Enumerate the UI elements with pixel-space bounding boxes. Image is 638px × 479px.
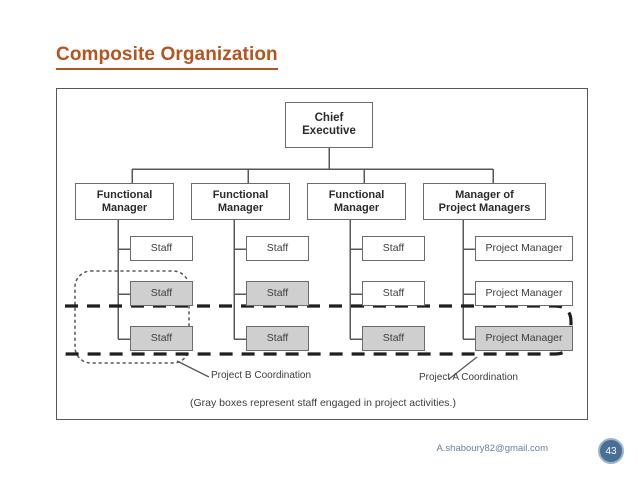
node-chief-executive[interactable]: Chief Executive [285, 102, 373, 148]
node-staff-col3-row1[interactable]: Staff [362, 236, 425, 261]
project-a-boundary [65, 304, 573, 356]
node-functional-manager-2[interactable]: Functional Manager [191, 183, 290, 220]
node-functional-manager-1[interactable]: Functional Manager [75, 183, 174, 220]
node-staff-col2-row2[interactable]: Staff [246, 281, 309, 306]
footer-email: A.shaboury82@gmail.com [436, 443, 548, 454]
org-chart-connectors [65, 148, 573, 380]
page-number-badge: 43 [598, 438, 624, 464]
project-b-leader [176, 360, 210, 378]
org-chart-figure: Chief Executive Functional Manager Funct… [56, 88, 588, 420]
node-staff-col2-row3[interactable]: Staff [246, 326, 309, 351]
project-a-leader [448, 356, 478, 380]
node-staff-col3-row3[interactable]: Staff [362, 326, 425, 351]
node-project-manager-row1[interactable]: Project Manager [475, 236, 573, 261]
node-staff-col3-row2[interactable]: Staff [362, 281, 425, 306]
label-project-a-coordination: Project A Coordination [419, 372, 518, 383]
node-manager-of-project-managers[interactable]: Manager of Project Managers [423, 183, 546, 220]
node-staff-col1-row1[interactable]: Staff [130, 236, 193, 261]
node-project-manager-row2[interactable]: Project Manager [475, 281, 573, 306]
node-project-manager-row3[interactable]: Project Manager [475, 326, 573, 351]
node-staff-col2-row1[interactable]: Staff [246, 236, 309, 261]
node-functional-manager-3[interactable]: Functional Manager [307, 183, 406, 220]
node-staff-col1-row3[interactable]: Staff [130, 326, 193, 351]
figure-caption: (Gray boxes represent staff engaged in p… [190, 397, 456, 409]
node-staff-col1-row2[interactable]: Staff [130, 281, 193, 306]
label-project-b-coordination: Project B Coordination [211, 370, 312, 381]
page-title: Composite Organization [56, 44, 278, 70]
